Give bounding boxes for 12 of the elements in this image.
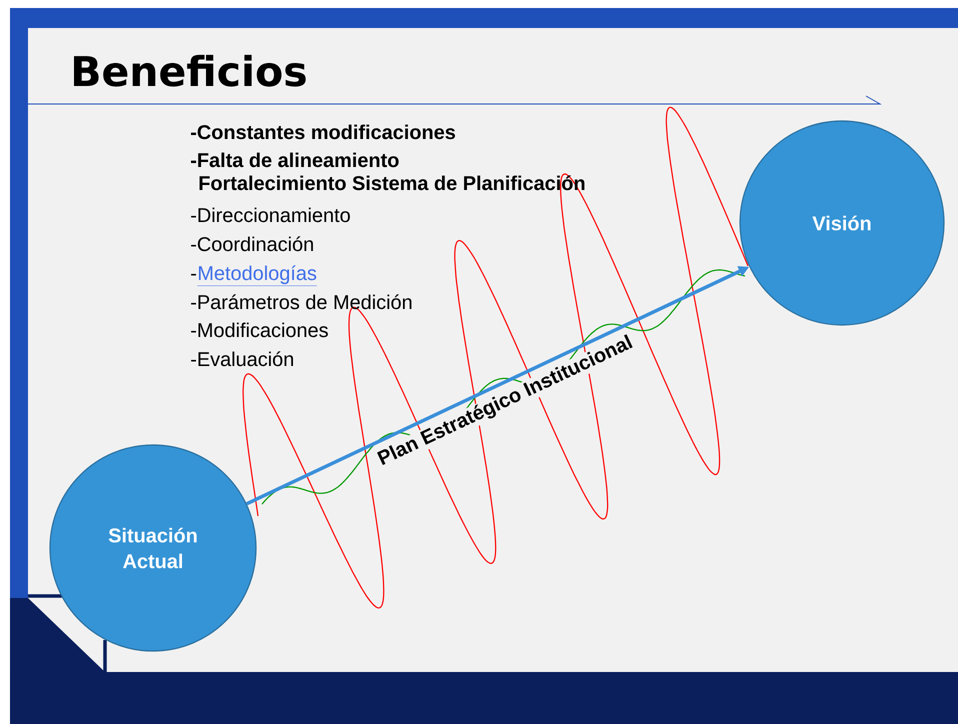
slide-title: Beneficios [74,54,306,87]
link-text: Metodologías [197,265,318,286]
bullet-text: -Modificaciones [191,322,328,338]
bullet-text: -Evaluación [191,351,293,366]
bullet-text: -Direccionamiento [191,208,350,222]
bullet-text: -Falta de alineamiento [191,152,399,168]
bullet-text: -Constantes modificaciones [191,124,455,140]
bullet-text: -Coordinación [191,236,313,252]
bullet-text: -Parámetros de Medición [191,294,412,310]
circle-node: Situación Actual [49,444,257,652]
bullet-text: - [191,274,196,276]
circle-node: Visión [739,120,945,326]
